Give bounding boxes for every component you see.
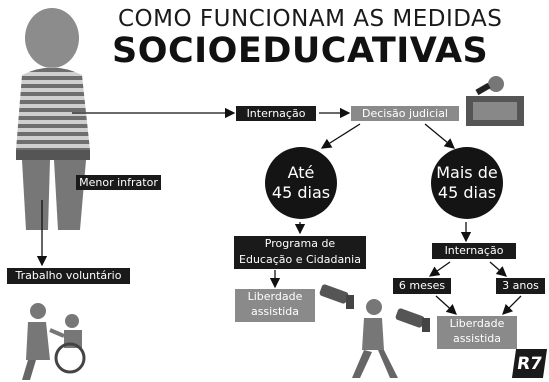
node-internacao-2: Internação — [432, 243, 516, 259]
node-internacao: Internação — [236, 106, 316, 121]
node-programa-educacao: Programa de Educação e Cidadania — [234, 236, 366, 269]
wheelchair-helper-icon — [22, 303, 86, 380]
node-6-meses: 6 meses — [393, 278, 451, 294]
node-decisao-judicial: Decisão judicial — [351, 106, 459, 121]
node-trabalho-voluntario: Trabalho voluntário — [7, 268, 130, 284]
title-line-1: COMO FUNCIONAM AS MEDIDAS — [118, 6, 503, 32]
node-menor-infrator: Menor infrator — [76, 175, 161, 190]
node-ate-45-dias: Até 45 dias — [265, 147, 337, 219]
node-mais-de-45-dias: Mais de 45 dias — [431, 147, 503, 219]
title-line-2: SOCIOEDUCATIVAS — [112, 31, 489, 71]
walking-person-icon — [352, 299, 398, 378]
connectors — [36, 107, 522, 315]
node-liberdade-assistida-1: Liberdade assistida — [235, 289, 315, 322]
person-striped-shirt-icon — [16, 8, 90, 230]
judge-gavel-icon — [466, 76, 524, 126]
node-3-anos: 3 anos — [496, 278, 545, 294]
security-camera-icon — [319, 284, 430, 332]
node-liberdade-assistida-2: Liberdade assistida — [437, 316, 517, 349]
r7-logo: R7 — [511, 349, 548, 378]
